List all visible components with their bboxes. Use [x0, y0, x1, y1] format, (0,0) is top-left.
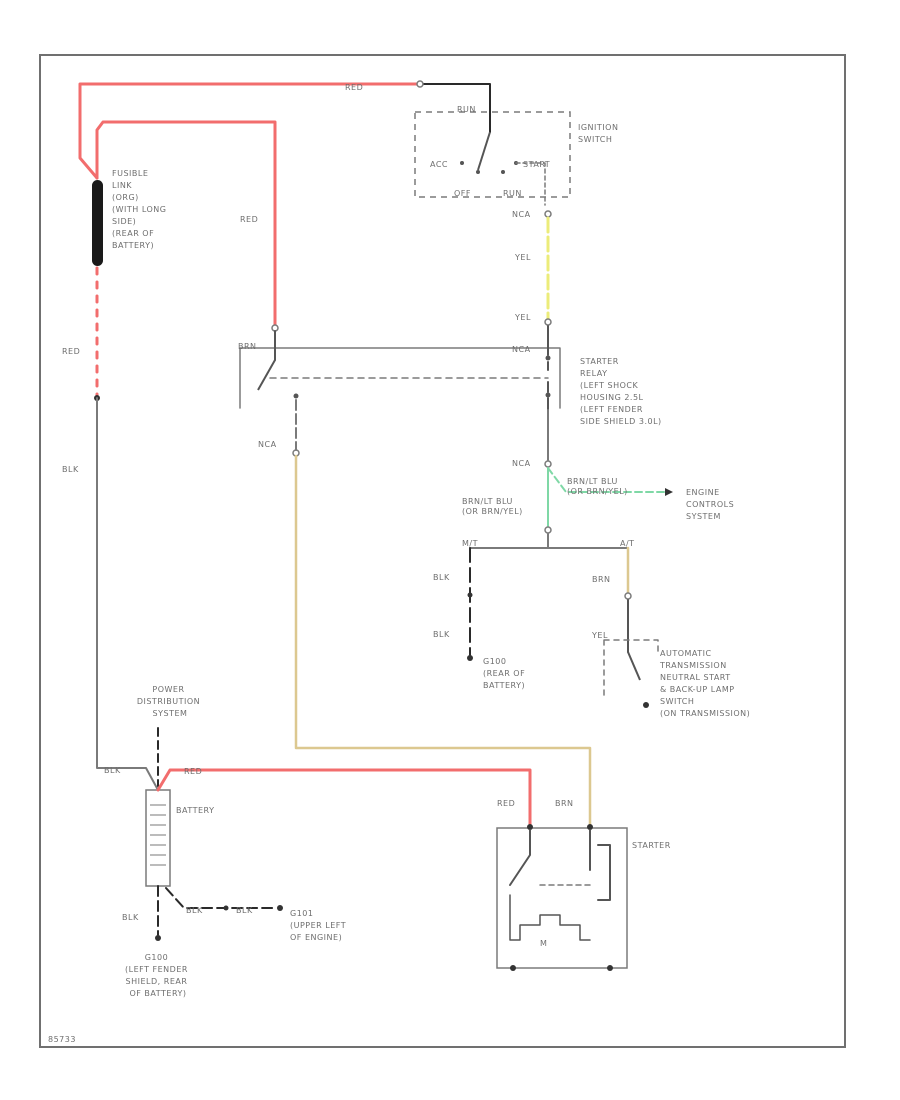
label-nca-top: NCA — [512, 210, 531, 219]
wire-red-top — [78, 82, 420, 180]
footer-code: 85733 — [48, 1035, 76, 1044]
ignition-switch-blade — [477, 131, 491, 171]
starter-motor-field — [509, 894, 591, 941]
label-batt-blk: BLK — [104, 766, 121, 775]
wire-grn-engine-controls — [547, 467, 666, 493]
label-nca-relay-l: NCA — [258, 440, 277, 449]
label-blk-mt2: BLK — [433, 630, 450, 639]
label-run-top: RUN — [457, 105, 476, 114]
label-at: A/T — [620, 539, 635, 548]
label-motor: M — [540, 939, 547, 948]
starter-ground-1 — [510, 965, 516, 971]
relay-switch-contact — [293, 393, 299, 399]
at-switch-ground — [643, 702, 649, 708]
label-acc: ACC — [430, 160, 448, 169]
label-blk-mt1: BLK — [433, 573, 450, 582]
wire-blk-engine-ground — [165, 887, 277, 909]
ignition-contact-acc — [460, 161, 464, 165]
ground-mt — [467, 655, 473, 661]
connector-brn-blu-splice — [544, 526, 552, 534]
arrow-engine-controls — [665, 488, 673, 496]
connector-at — [624, 592, 632, 600]
relay-switch-blade — [257, 359, 276, 391]
label-starter-relay: STARTER RELAY (LEFT SHOCK HOUSING 2.5L (… — [580, 357, 662, 426]
wire-red-batt-starter — [156, 768, 532, 826]
label-blk-ground: BLK — [122, 913, 139, 922]
connector-yel-relay — [544, 318, 552, 326]
label-brn-at: BRN — [592, 575, 611, 584]
starter-solenoid-switch — [509, 829, 531, 886]
ignition-contact-run — [501, 170, 505, 174]
battery-body — [145, 789, 171, 887]
label-red-starter: RED — [497, 799, 515, 808]
label-start: START — [523, 160, 550, 169]
label-brn-blu-1: BRN/LT BLU (OR BRN/YEL) — [567, 477, 628, 496]
starter-terminal-red — [527, 824, 533, 830]
wire-dark-ign-feed — [417, 83, 491, 133]
label-brn-blu-2: BRN/LT BLU (OR BRN/YEL) — [462, 497, 523, 516]
label-red-mid: RED — [240, 215, 258, 224]
wire-mt-at-split — [469, 533, 629, 549]
relay-coil-dot-2 — [545, 392, 551, 398]
label-red-left: RED — [62, 347, 80, 356]
starter-ground-2 — [607, 965, 613, 971]
connector-ign-feed — [416, 80, 424, 88]
wire-red-relay-feed — [95, 120, 277, 327]
label-red-top: RED — [345, 83, 363, 92]
starter-box — [496, 827, 628, 969]
label-blk-left: BLK — [62, 465, 79, 474]
ground-engine — [277, 905, 283, 911]
ignition-start-link — [515, 162, 546, 206]
ground-left — [155, 935, 161, 941]
label-yel-at: YEL — [591, 631, 608, 640]
label-off: OFF — [454, 189, 471, 198]
battery-cells — [150, 804, 166, 866]
label-brn-relay: BRN — [238, 342, 257, 351]
label-g-mt: G100 (REAR OF BATTERY) — [483, 657, 528, 690]
label-blk-g3: BLK — [236, 906, 253, 915]
label-starter: STARTER — [632, 841, 671, 850]
starter-solenoid-coil — [589, 829, 611, 901]
connector-nca-lower — [544, 460, 552, 468]
label-mt: M/T — [462, 539, 478, 548]
wire-brn-relay-starter — [294, 454, 592, 826]
starter-terminal-brn — [587, 824, 593, 830]
at-switch-box — [603, 639, 659, 701]
label-g-engine: G101 (UPPER LEFT OF ENGINE) — [290, 909, 349, 942]
label-g-left: G100 (LEFT FENDER SHIELD, REAR OF BATTER… — [125, 953, 191, 998]
label-yel-2: YEL — [514, 313, 531, 322]
fusible-link — [92, 180, 103, 266]
connector-nca-top — [544, 210, 552, 218]
label-brn-starter: BRN — [555, 799, 574, 808]
at-switch-blade — [627, 651, 641, 681]
label-yel-1: YEL — [514, 253, 531, 262]
label-auto-trans: AUTOMATIC TRANSMISSION NEUTRAL START & B… — [659, 649, 750, 718]
wire-blk-left — [96, 397, 159, 791]
label-fusible-link: FUSIBLE LINK (ORG) (WITH LONG SIDE) (REA… — [112, 169, 170, 250]
label-power-dist: POWER DISTRIBUTION SYSTEM — [137, 685, 203, 718]
label-batt-red: RED — [184, 767, 202, 776]
label-engine-controls: ENGINE CONTROLS SYSTEM — [686, 488, 737, 521]
ignition-contact-off — [476, 170, 480, 174]
relay-coil-dot-1 — [545, 355, 551, 361]
ignition-switch-box — [414, 111, 571, 198]
diagram-frame — [39, 54, 846, 1048]
label-ignition-switch: IGNITION SWITCH — [578, 123, 621, 144]
label-run-sw: RUN — [503, 189, 522, 198]
splice-mt-1 — [467, 592, 473, 598]
splice-engine-ground — [223, 905, 229, 911]
label-nca-lower: NCA — [512, 459, 531, 468]
starter-relay-outline — [239, 347, 561, 409]
label-battery: BATTERY — [176, 806, 214, 815]
label-nca-relay-r: NCA — [512, 345, 531, 354]
label-blk-g2: BLK — [186, 906, 203, 915]
